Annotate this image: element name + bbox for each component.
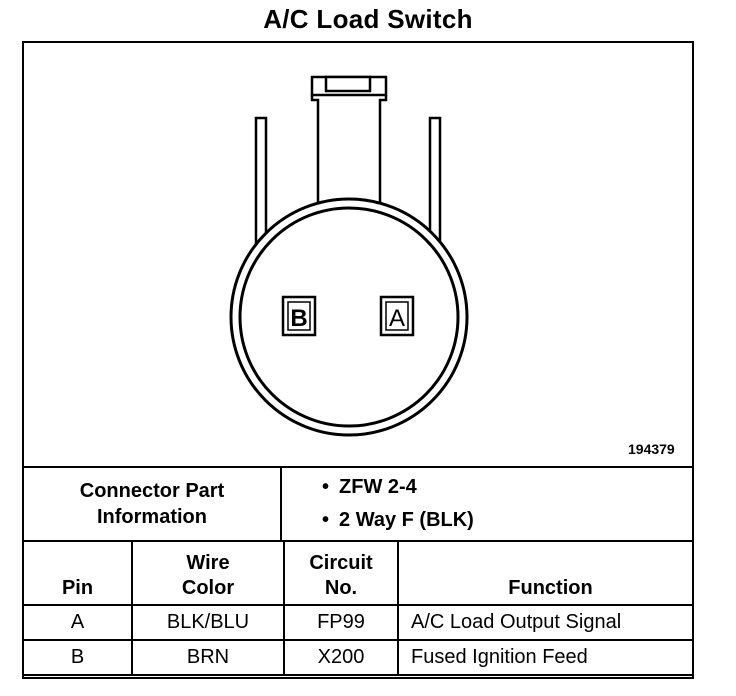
connector-info-item: ZFW 2-4 [322, 471, 692, 504]
connector-info-item: 2 Way F (BLK) [322, 504, 692, 537]
connector-wings [254, 116, 442, 245]
connector-info-table: Connector Part Information ZFW 2-4 2 Way… [22, 466, 694, 542]
table-row: B BRN X200 Fused Ignition Feed [22, 639, 694, 676]
page-title: A/C Load Switch [263, 4, 473, 34]
figure-number: 194379 [628, 441, 675, 457]
header-pin: Pin [22, 540, 133, 606]
header-wire-color: Wire Color [131, 540, 285, 606]
cell-wire-color: BLK/BLU [131, 604, 285, 641]
connector-info-items: ZFW 2-4 2 Way F (BLK) [280, 466, 694, 542]
diagram-frame [22, 41, 694, 679]
pin-b-cavity: B [281, 295, 317, 337]
cell-function: Fused Ignition Feed [397, 639, 694, 676]
pin-table: Pin Wire Color Circuit No. Function A BL… [22, 540, 694, 676]
pin-table-header: Pin Wire Color Circuit No. Function [22, 540, 694, 606]
connector-latch [310, 75, 388, 220]
cell-pin: A [22, 604, 133, 641]
header-function: Function [397, 540, 694, 606]
connector-info-label: Connector Part Information [22, 466, 282, 542]
pin-a-label: A [389, 305, 405, 332]
cell-function: A/C Load Output Signal [397, 604, 694, 641]
cell-circuit: FP99 [283, 604, 399, 641]
pin-a-cavity: A [379, 295, 415, 337]
header-circuit: Circuit No. [283, 540, 399, 606]
cell-wire-color: BRN [131, 639, 285, 676]
pin-b-label: B [290, 305, 307, 332]
connector-inner-ring [238, 206, 460, 428]
cell-circuit: X200 [283, 639, 399, 676]
cell-pin: B [22, 639, 133, 676]
table-row: A BLK/BLU FP99 A/C Load Output Signal [22, 604, 694, 641]
